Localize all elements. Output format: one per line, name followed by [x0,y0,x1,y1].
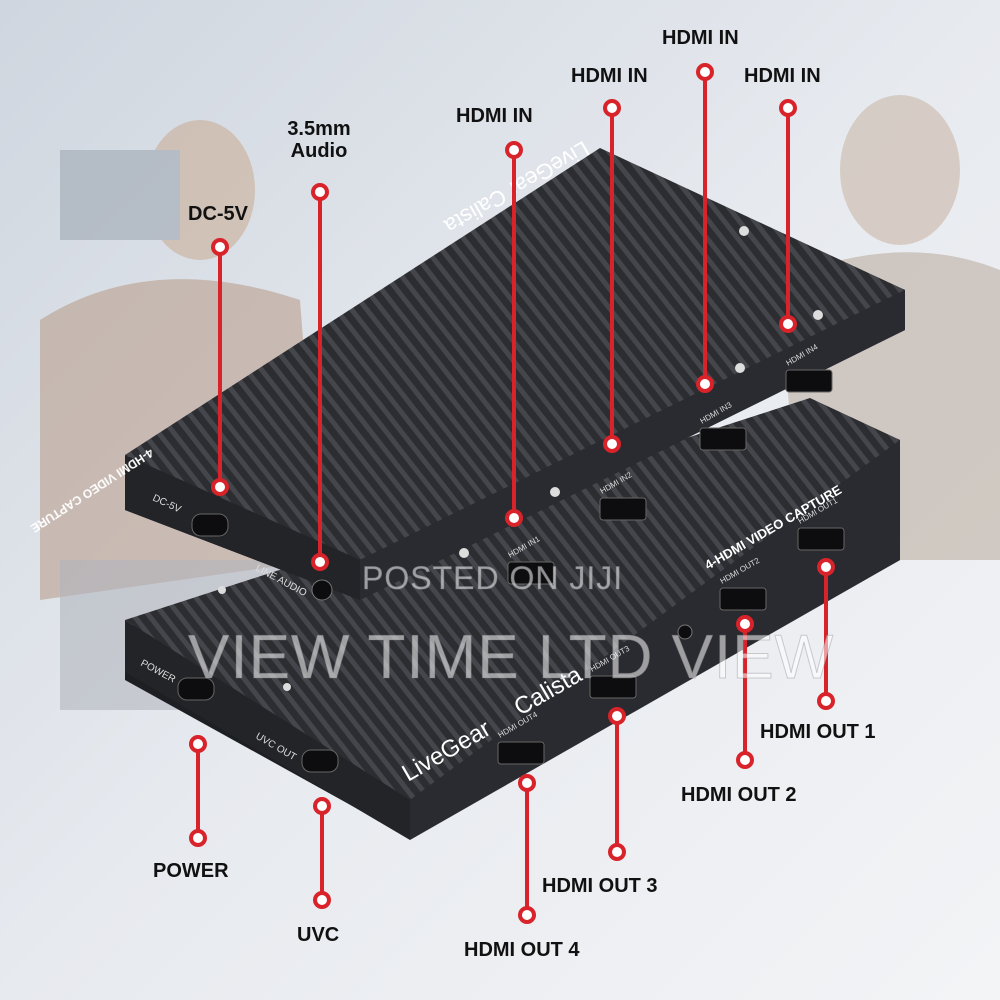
label-hdmi-in-4: HDMI IN [744,65,821,87]
hdmi-out2-port [719,587,767,611]
label-hdmi-out-3: HDMI OUT 3 [542,875,658,897]
label-hdmi-out-2: HDMI OUT 2 [681,784,797,806]
line-audio-jack [311,579,333,601]
label-uvc: UVC [297,924,340,946]
hdmi-out3-port [589,675,637,699]
callout-audio-bottom-dot [311,553,329,571]
label-dc-5v: DC-5V [188,203,249,225]
uvc-port [301,749,339,773]
power-port [177,677,215,701]
label-3-5mm-audio: 3.5mm Audio [284,118,354,162]
callout-audio-top-dot [311,183,329,201]
label-hdmi-out-1: HDMI OUT 1 [760,721,876,743]
watermark-company: VIEW TIME LTD VIEW [187,623,835,693]
hdmi-in3-port [699,427,747,451]
hdmi-out1-port [797,527,845,551]
label-hdmi-in-2: HDMI IN [571,65,648,87]
watermark-posted: POSTED ON JIJI [361,560,624,597]
hdmi-out4-port [497,741,545,765]
hdmi-in2-port [599,497,647,521]
label-audio-line1: 3.5mm [287,118,351,140]
callout-dc-bottom-dot [211,478,229,496]
hdmi-in1-port [507,561,555,585]
label-power: POWER [153,860,229,882]
hdmi-in4-port [785,369,833,393]
label-hdmi-in-3: HDMI IN [662,27,739,49]
label-audio-line2: Audio [290,140,348,162]
label-hdmi-in-1: HDMI IN [456,105,533,127]
dc-5v-port [191,513,229,537]
callouts [189,63,835,924]
label-hdmi-out-4: HDMI OUT 4 [464,939,580,961]
device-bottom: POWER UVC OUT HDMI OUT4 HDMI OUT3 HDMI O… [125,398,900,840]
callout-dc-top-dot [211,238,229,256]
